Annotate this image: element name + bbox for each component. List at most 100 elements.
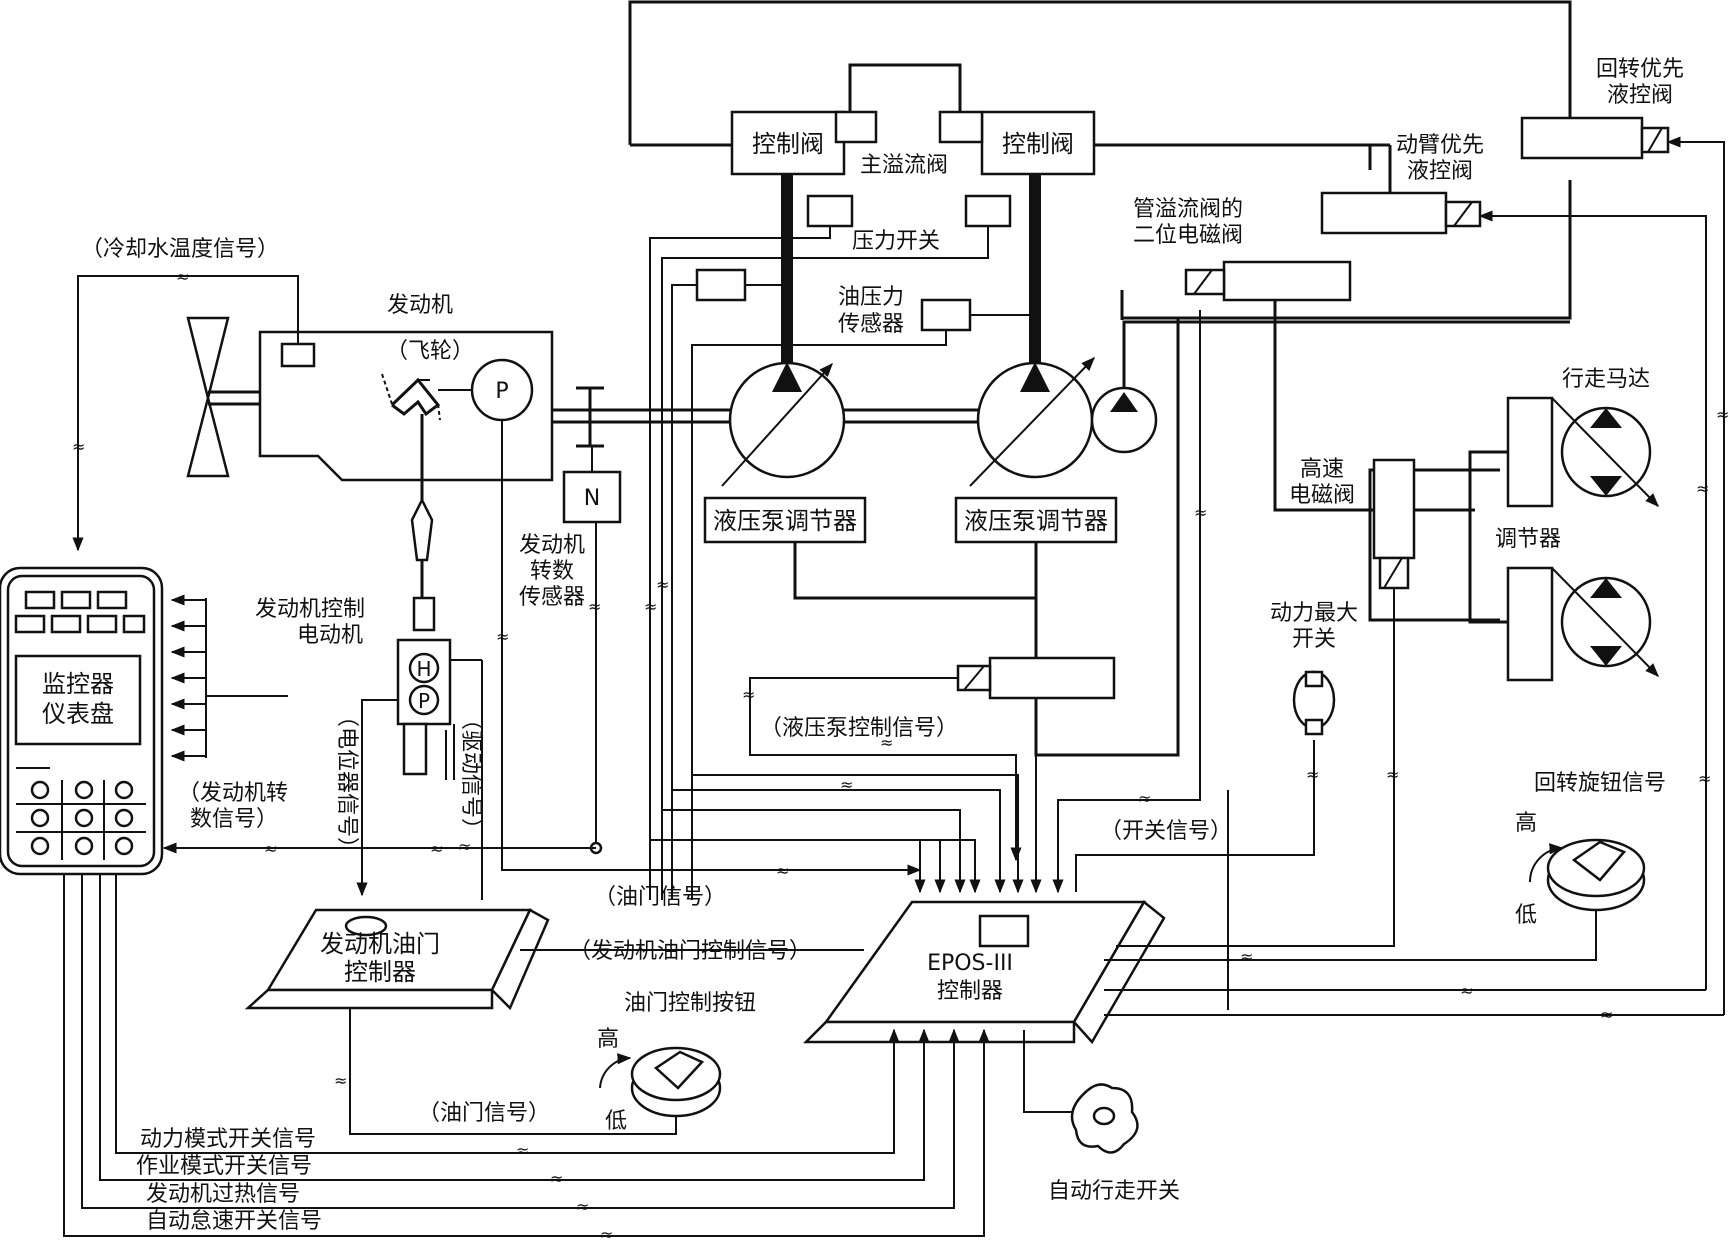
engine-p-symbol: P [495, 379, 508, 404]
svg-text:≈: ≈ [1138, 789, 1151, 808]
auto-travel-switch-label: 自动行走开关 [1048, 1179, 1180, 1204]
relief-solenoid-label-1: 管溢流阀的 [1133, 197, 1243, 222]
svg-text:≈: ≈ [880, 733, 893, 752]
pump-regulator-left [703, 496, 867, 544]
svg-text:≈: ≈ [644, 597, 657, 616]
svg-text:≈: ≈ [550, 1169, 563, 1188]
travel-motor-label: 行走马达 [1562, 367, 1650, 392]
throttle-button-label: 油门控制按钮 [624, 991, 756, 1016]
pilot-pump [1090, 320, 1570, 454]
motor-p-symbol: P [418, 689, 430, 713]
swing-knob-signal-label: 回转旋钮信号 [1534, 771, 1666, 796]
travel-motor-lower [1506, 566, 1659, 682]
oil-pressure-sensor-label-1: 油压力 [838, 285, 904, 310]
speed-sensor-n-symbol: N [584, 486, 600, 511]
svg-text:≈: ≈ [1696, 479, 1709, 498]
throttle-high-label: 高 [597, 1027, 619, 1052]
potentiometer-signal-label: （电位器信号） [334, 705, 359, 859]
pump-control-signal-label: （液压泵控制信号） [760, 716, 958, 741]
svg-text:≈: ≈ [1194, 503, 1207, 522]
work-mode-signal-label: 作业模式开关信号 [136, 1154, 312, 1179]
sensor-box-left [695, 268, 747, 302]
monitor-panel: 监控器 仪表盘 [0, 566, 164, 876]
swing-knob: 回转旋钮信号 高 低 [1104, 771, 1666, 961]
pump-regulator-right-label: 液压泵调节器 [964, 507, 1108, 535]
engine-control-motor-label-2: 电动机 [297, 623, 363, 648]
epos-label-1: EPOS-III [927, 951, 1013, 976]
line-break-marks: ≈ ≈ ≈ ≈ ≈ ≈ ≈ ≈ ≈ ≈ ≈ ≈ ≈ ≈ ≈ ≈ ≈ ≈ ≈ ≈ … [72, 267, 1729, 1244]
oil-pressure-sensor [920, 298, 972, 332]
throttle-signal-lower-label: （油门信号） [418, 1101, 550, 1126]
power-mode-signal-label: 动力模式开关信号 [140, 1127, 316, 1152]
swing-high-label: 高 [1515, 811, 1537, 836]
pump-regulator-right [954, 496, 1118, 544]
swing-priority-label-1: 回转优先 [1596, 57, 1684, 82]
engine-control-motor-label-1: 发动机控制 [255, 597, 365, 622]
cooling-fan [186, 316, 260, 478]
overheat-signal-label: 发动机过热信号 [146, 1182, 300, 1207]
svg-text:≈: ≈ [1386, 765, 1399, 784]
oil-pressure-sensor-label-2: 传感器 [838, 312, 904, 337]
svg-text:≈: ≈ [588, 597, 601, 616]
boom-priority-valve: 动臂优先 液控阀 [1320, 133, 1484, 235]
throttle-controller-label-1: 发动机油门 [320, 930, 440, 958]
svg-text:≈: ≈ [176, 267, 189, 286]
speed-sensor [562, 470, 622, 524]
svg-text:≈: ≈ [1306, 765, 1319, 784]
engine: 发动机 （飞轮） P [258, 293, 554, 562]
svg-text:≈: ≈ [1698, 769, 1711, 788]
svg-text:≈: ≈ [264, 839, 277, 858]
max-power-switch: 动力最大 开关 [1270, 601, 1358, 736]
svg-text:≈: ≈ [600, 1225, 613, 1244]
engine-speed-signal-label-1: （发动机转 [178, 781, 288, 806]
epos-input-lines [649, 310, 1315, 900]
monitor-label-2: 仪表盘 [42, 700, 114, 728]
swing-priority-label-2: 液控阀 [1607, 83, 1673, 108]
throttle-controller-label-2: 控制器 [344, 958, 416, 986]
svg-text:≈: ≈ [430, 839, 443, 858]
motor-h-symbol: H [416, 657, 431, 681]
high-speed-solenoid-label-1: 高速 [1300, 457, 1344, 482]
engine-speed-signal-label-2: 数信号） [190, 807, 278, 832]
pump-regulator-left-label: 液压泵调节器 [713, 507, 857, 535]
pump-proportional-valve [988, 656, 1116, 700]
pressure-switch-label: 压力开关 [852, 229, 940, 254]
swing-priority-valve: 回转优先 液控阀 [1520, 57, 1684, 160]
flywheel-label: （飞轮） [386, 339, 474, 364]
svg-text:≈: ≈ [1460, 981, 1473, 1000]
coolant-signal-label: （冷却水温度信号） [81, 237, 279, 262]
svg-text:≈: ≈ [1600, 1005, 1613, 1024]
speed-sensor-label-3: 传感器 [519, 585, 585, 610]
monitor-label-1: 监控器 [42, 670, 114, 698]
drive-signal-label: （驱动信号） [458, 708, 483, 840]
svg-text:≈: ≈ [516, 1141, 529, 1160]
throttle-control-signal-label: （发动机油门控制信号） [569, 939, 811, 964]
svg-text:≈: ≈ [742, 685, 755, 704]
control-valve-right-label: 控制阀 [1002, 130, 1074, 158]
monitor-input-arrows [170, 594, 288, 762]
switch-signal-label: （开关信号） [1100, 819, 1232, 844]
boom-priority-label-1: 动臂优先 [1396, 133, 1484, 158]
auto-travel-switch: 自动行走开关 [1048, 1083, 1180, 1204]
main-pump-left [721, 361, 846, 487]
speed-sensor-label-2: 转数 [530, 559, 574, 584]
svg-text:≈: ≈ [1716, 405, 1729, 424]
svg-text:≈: ≈ [576, 1197, 589, 1216]
main-pump-right [969, 356, 1095, 487]
relief-solenoid-label-2: 二位电磁阀 [1133, 223, 1243, 248]
svg-text:≈: ≈ [1240, 947, 1253, 966]
svg-text:≈: ≈ [334, 1071, 347, 1090]
max-power-switch-label-2: 开关 [1292, 627, 1336, 652]
svg-text:≈: ≈ [776, 861, 789, 880]
control-valve-left-label: 控制阀 [752, 130, 824, 158]
svg-text:≈: ≈ [496, 627, 509, 646]
regulator-label: 调节器 [1495, 527, 1561, 552]
relief-solenoid-valve: 管溢流阀的 二位电磁阀 [1133, 197, 1352, 302]
epos-label-2: 控制器 [937, 979, 1003, 1004]
epos-controller: EPOS-III 控制器 [802, 900, 1166, 1045]
throttle-controller: 发动机油门 控制器 [244, 908, 550, 1011]
svg-text:≈: ≈ [840, 775, 853, 794]
main-relief-valve-label: 主溢流阀 [860, 153, 948, 178]
control-valve-left: 控制阀 [730, 110, 878, 176]
